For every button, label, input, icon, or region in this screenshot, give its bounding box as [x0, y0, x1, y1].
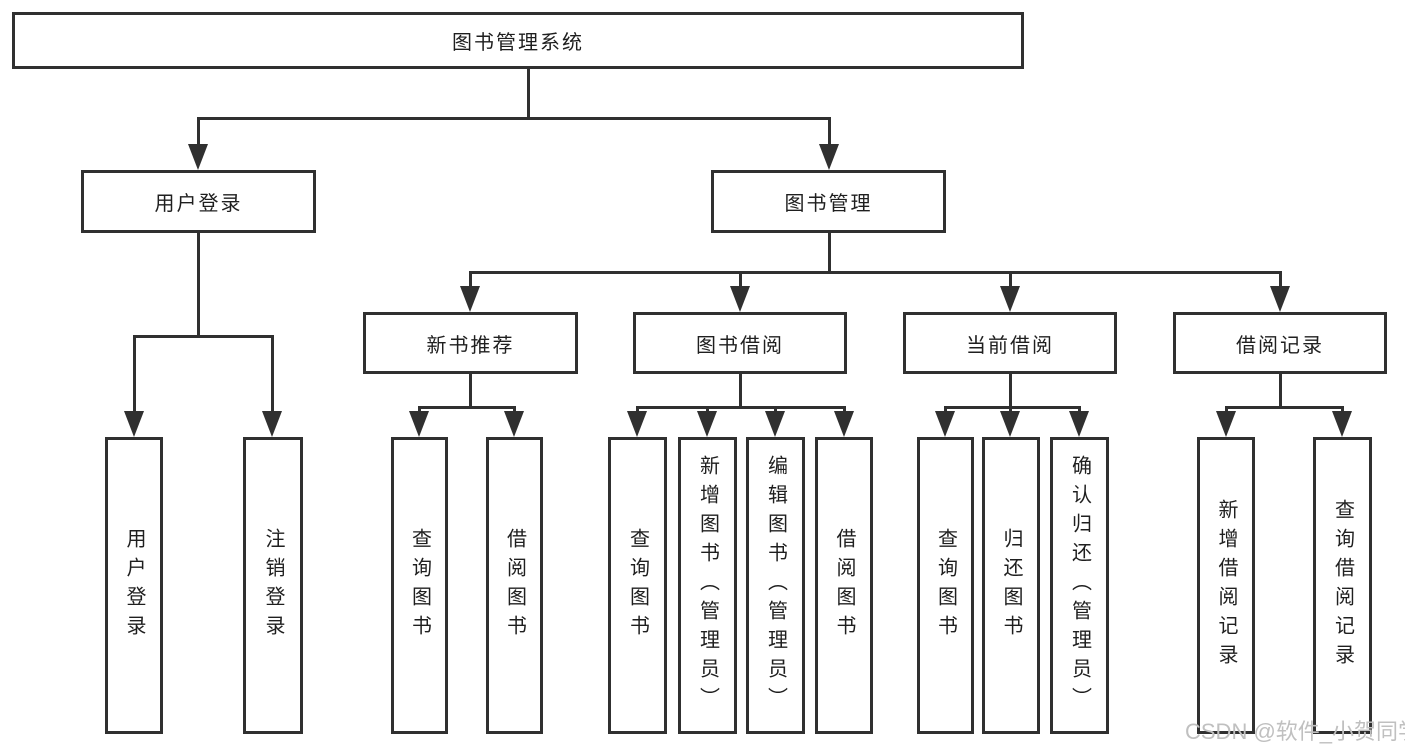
node-leaf-query-borrow-record: 查询借阅记录: [1313, 437, 1372, 734]
node-leaf-edit-books-admin: 编辑图书（管理员）: [746, 437, 805, 734]
arrowhead-icon: [819, 144, 839, 170]
arrowhead-icon: [1332, 411, 1352, 437]
connector-line: [1078, 406, 1081, 414]
node-label: 用户登录: [154, 193, 243, 215]
connector-line: [197, 233, 200, 337]
connector-line: [706, 406, 709, 414]
arrowhead-icon: [1069, 411, 1089, 437]
connector-line: [197, 117, 200, 146]
connector-line: [469, 374, 472, 408]
arrowhead-icon: [1000, 286, 1020, 312]
node-label: 查询图书: [408, 527, 431, 644]
node-book-management: 图书管理: [711, 170, 946, 233]
node-leaf-borrow-books-1: 借阅图书: [486, 437, 543, 734]
node-label: 用户登录: [123, 527, 145, 644]
arrowhead-icon: [262, 411, 282, 437]
node-library-system: 图书管理系统: [12, 12, 1024, 69]
arrowhead-icon: [935, 411, 955, 437]
connector-line: [418, 406, 516, 409]
node-label: 注销登录: [262, 527, 284, 644]
connector-line: [828, 233, 831, 273]
connector-line: [1279, 271, 1282, 288]
connector-line: [1009, 406, 1012, 414]
connector-line: [133, 335, 274, 338]
connector-line: [469, 271, 472, 288]
node-leaf-query-books-3: 查询图书: [917, 437, 974, 734]
arrowhead-icon: [124, 411, 144, 437]
connector-line: [1341, 406, 1344, 414]
connector-line: [1225, 406, 1228, 414]
connector-line: [1225, 406, 1344, 409]
connector-line: [739, 271, 742, 288]
arrowhead-icon: [627, 411, 647, 437]
arrowhead-icon: [409, 411, 429, 437]
arrowhead-icon: [504, 411, 524, 437]
connector-line: [828, 117, 831, 146]
node-label: 确认归还（管理员）: [1068, 455, 1091, 716]
node-label: 借阅图书: [503, 527, 526, 644]
node-label: 编辑图书（管理员）: [764, 455, 787, 716]
node-label: 图书管理系统: [452, 32, 584, 54]
connector-line: [1279, 374, 1282, 408]
node-label: 借阅图书: [833, 527, 855, 644]
node-label: 查询图书: [934, 527, 957, 644]
arrowhead-icon: [834, 411, 854, 437]
arrowhead-icon: [188, 144, 208, 170]
connector-line: [944, 406, 947, 414]
node-leaf-logout: 注销登录: [243, 437, 303, 734]
connector-line: [271, 335, 274, 413]
node-label: 查询图书: [626, 527, 649, 644]
node-label: 新增图书（管理员）: [696, 455, 719, 716]
arrowhead-icon: [697, 411, 717, 437]
node-leaf-confirm-return-admin: 确认归还（管理员）: [1050, 437, 1109, 734]
node-label: 图书借阅: [696, 334, 784, 357]
node-label: 借阅记录: [1236, 334, 1324, 357]
connector-line: [636, 406, 639, 414]
arrowhead-icon: [765, 411, 785, 437]
connector-line: [469, 271, 1282, 274]
node-label: 新增借阅记录: [1215, 498, 1237, 673]
connector-line: [133, 335, 136, 413]
node-label: 查询借阅记录: [1331, 498, 1354, 673]
node-leaf-return-books: 归还图书: [982, 437, 1040, 734]
node-label: 归还图书: [1000, 527, 1022, 644]
arrowhead-icon: [1216, 411, 1236, 437]
node-label: 新书推荐: [426, 334, 515, 357]
node-leaf-query-books-2: 查询图书: [608, 437, 667, 734]
node-current-borrow: 当前借阅: [903, 312, 1117, 374]
connector-line: [843, 406, 846, 414]
node-label: 当前借阅: [966, 334, 1054, 357]
connector-line: [1009, 374, 1012, 408]
arrowhead-icon: [460, 286, 480, 312]
arrowhead-icon: [730, 286, 750, 312]
connector-line: [418, 406, 421, 414]
connector-line: [1009, 271, 1012, 288]
node-leaf-add-borrow-record: 新增借阅记录: [1197, 437, 1255, 734]
node-user-login: 用户登录: [81, 170, 316, 233]
node-borrow-records: 借阅记录: [1173, 312, 1387, 374]
connector-line: [197, 117, 831, 120]
arrowhead-icon: [1270, 286, 1290, 312]
node-new-book-recommend: 新书推荐: [363, 312, 578, 374]
node-leaf-query-books-1: 查询图书: [391, 437, 448, 734]
connector-line: [944, 406, 1081, 409]
node-leaf-borrow-books-2: 借阅图书: [815, 437, 873, 734]
node-label: 图书管理: [784, 193, 873, 215]
connector-line: [513, 406, 516, 414]
csdn-watermark: CSDN @软件_小贺同学: [1185, 719, 1405, 744]
connector-line: [774, 406, 777, 414]
node-book-borrow: 图书借阅: [633, 312, 847, 374]
connector-line: [636, 406, 845, 409]
connector-line: [527, 68, 530, 120]
connector-line: [739, 374, 742, 408]
node-leaf-add-books-admin: 新增图书（管理员）: [678, 437, 737, 734]
arrowhead-icon: [1000, 411, 1020, 437]
node-leaf-user-login: 用户登录: [105, 437, 163, 734]
